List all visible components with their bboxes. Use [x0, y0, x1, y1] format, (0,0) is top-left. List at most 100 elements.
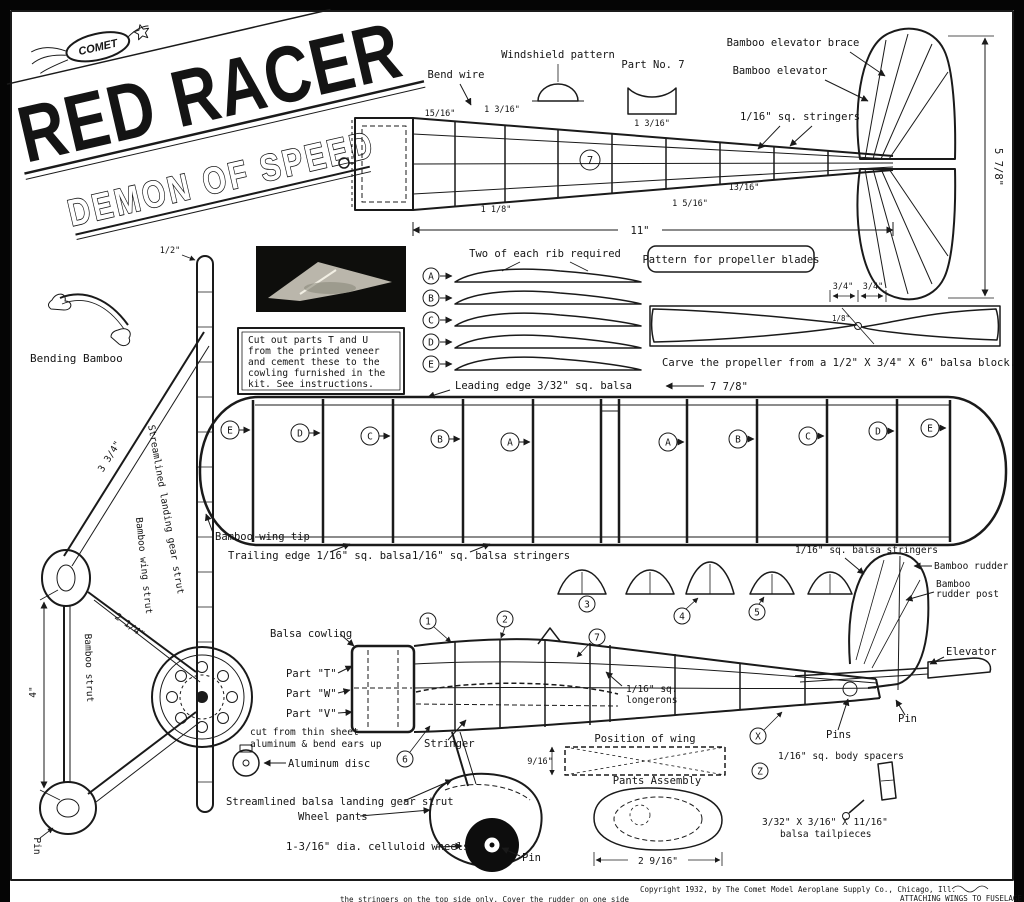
body-spacers-label: 1/16" sq. body spacers — [778, 751, 904, 762]
trailing-edge-label: Trailing edge 1/16" sq. balsa — [228, 550, 411, 562]
tail-pin-label: Pin — [898, 713, 917, 725]
rib-letter-a: A — [422, 267, 453, 285]
front-strut-label: Bamboo strut — [82, 633, 95, 702]
wing-rib-left-b-text: B — [437, 435, 443, 446]
prop-dim-right: 3/4" — [863, 282, 883, 292]
circle-3: 3 — [584, 600, 590, 611]
part7-label: Part No. 7 — [621, 59, 684, 71]
front-dim-tip: 1/2" — [160, 246, 180, 256]
rib-letter-c-text: C — [428, 316, 434, 327]
station-circles: 1 2 3 7 4 5 6 X Z — [396, 595, 783, 780]
rib-letter-a-text: A — [428, 272, 434, 283]
longerons-label-2: longerons — [626, 695, 677, 706]
bending-bamboo: Bending Bamboo — [30, 293, 131, 365]
wing-position-dim: 9/16" — [527, 757, 553, 767]
rib-letter-d-text: D — [428, 338, 434, 349]
wing-rib-right-d-text: D — [875, 427, 881, 438]
circle-1: 1 — [425, 617, 431, 628]
dim-1: 15/16" — [425, 109, 456, 119]
wing-rib-right-a: A — [658, 432, 685, 452]
bamboo-wing-tip-label: Bamboo wing tip — [215, 531, 310, 543]
part-t-label: Part "T" — [286, 668, 337, 680]
wing-rib-right-b-text: B — [735, 435, 741, 446]
copyright-line: Copyright 1932, by The Comet Model Aerop… — [640, 885, 956, 894]
position-of-wing-label: Position of wing — [594, 733, 695, 745]
windshield-pattern-label: Windshield pattern — [501, 49, 615, 61]
wing-rib-left-b: B — [430, 429, 461, 449]
aluminum-note-line1: cut from thin sheet — [250, 727, 359, 738]
circle-x: X — [755, 732, 761, 743]
rib-letter-d: D — [422, 333, 453, 351]
circle-z: Z — [757, 767, 763, 778]
bend-wire-label: Bend wire — [428, 69, 485, 81]
wing-rib-right-c-text: C — [805, 432, 811, 443]
part-w-label: Part "W" — [286, 688, 337, 700]
wing-rib-right-a-text: A — [665, 438, 671, 449]
wing-rib-left-e-text: E — [227, 426, 233, 437]
propeller-section: Pattern for propeller blades 3/4" 3/4" 1… — [642, 245, 1016, 369]
front-gear-strut-label: Streamlined landing gear strut — [145, 424, 186, 595]
gear-strut-label: Streamlined balsa landing gear strut — [226, 796, 454, 808]
cut-text-right: ATTACHING WINGS TO FUSELAGE — [900, 894, 1022, 902]
wing-rib-left-a-text: A — [507, 438, 513, 449]
station-7-label: 7 — [587, 155, 593, 167]
wing-rib-right-e-text: E — [927, 424, 933, 435]
footer: Copyright 1932, by The Comet Model Aerop… — [340, 885, 1022, 902]
bamboo-rudder-label: Bamboo rudder — [934, 561, 1009, 572]
wing-stringers-label: 1/16" sq. balsa stringers — [412, 550, 570, 562]
note-line-1: Cut out parts T and U — [248, 335, 368, 346]
wing-rib-right-b: B — [728, 429, 755, 449]
note-line-3: and cement these to the — [248, 357, 380, 368]
pins-label: Pins — [826, 729, 851, 741]
prop-dim-left: 3/4" — [833, 282, 853, 292]
front-dim-c: 4" — [28, 686, 39, 697]
bending-bamboo-caption: Bending Bamboo — [30, 352, 123, 365]
wheel-pin-label: Pin — [522, 852, 541, 864]
right-stringers-label: 1/16" sq. balsa stringers — [795, 545, 938, 556]
prop-pattern-label: Pattern for propeller blades — [642, 254, 819, 266]
rib-letter-e: E — [422, 355, 453, 373]
note-line-5: kit. See instructions. — [248, 379, 374, 390]
stringer-label: Stringer — [424, 738, 475, 750]
aluminum-disc-label: Aluminum disc — [288, 758, 370, 770]
tailpieces-label-1: 3/32" X 3/16" X 11/16" — [762, 817, 888, 828]
photo-inset — [256, 246, 406, 312]
circle-5: 5 — [754, 608, 760, 619]
pants-dim: 2 9/16" — [638, 856, 678, 867]
balsa-cowling-label: Balsa cowling — [270, 628, 352, 640]
wing-rib-right-e: E — [920, 418, 947, 438]
top-stringers-label: 1/16" sq. stringers — [740, 111, 860, 123]
station-7-marker: 7 — [579, 149, 601, 171]
rib-letter-c: C — [422, 311, 453, 329]
bamboo-elevator-label: Bamboo elevator — [733, 65, 828, 77]
circle-7: 7 — [594, 633, 600, 644]
aluminum-disc — [232, 744, 260, 777]
dim-2: 1 3/16" — [484, 105, 520, 115]
leading-edge-label: Leading edge 3/32" sq. balsa — [455, 380, 632, 392]
circle-4: 4 — [679, 612, 685, 623]
part7-dim: 1 3/16" — [634, 119, 670, 129]
prop-carve-note: Carve the propeller from a 1/2" X 3/4" X… — [662, 357, 1016, 369]
wing-rib-right-d: D — [868, 421, 895, 441]
rudder-post-label-1: Bamboo — [936, 579, 971, 590]
wheel-pants-label: Wheel pants — [298, 811, 368, 823]
wing-rib-left-c-text: C — [367, 432, 373, 443]
circle-2: 2 — [502, 615, 508, 626]
wing-rib-left-a: A — [500, 432, 531, 452]
elevator-brace-label: Bamboo elevator brace — [727, 37, 860, 49]
rib-letter-e-text: E — [428, 360, 434, 371]
wing-rib-right-c: C — [798, 426, 825, 446]
aluminum-note-line2: aluminum & bend ears up — [250, 739, 382, 750]
wing-dim: 7 7/8" — [710, 381, 748, 393]
former-patterns — [557, 561, 853, 595]
wing-rib-left-d: D — [290, 423, 321, 443]
front-pin-label: Pin — [31, 837, 42, 854]
dim-length: 11" — [631, 225, 650, 237]
instruction-box: Cut out parts T and U from the printed v… — [237, 327, 405, 395]
rib-letter-b-text: B — [428, 294, 434, 305]
circle-6: 6 — [402, 755, 408, 766]
rudder-post-label-2: rudder post — [936, 589, 999, 600]
front-wing-strut-label: Bamboo wing strut — [133, 517, 154, 615]
